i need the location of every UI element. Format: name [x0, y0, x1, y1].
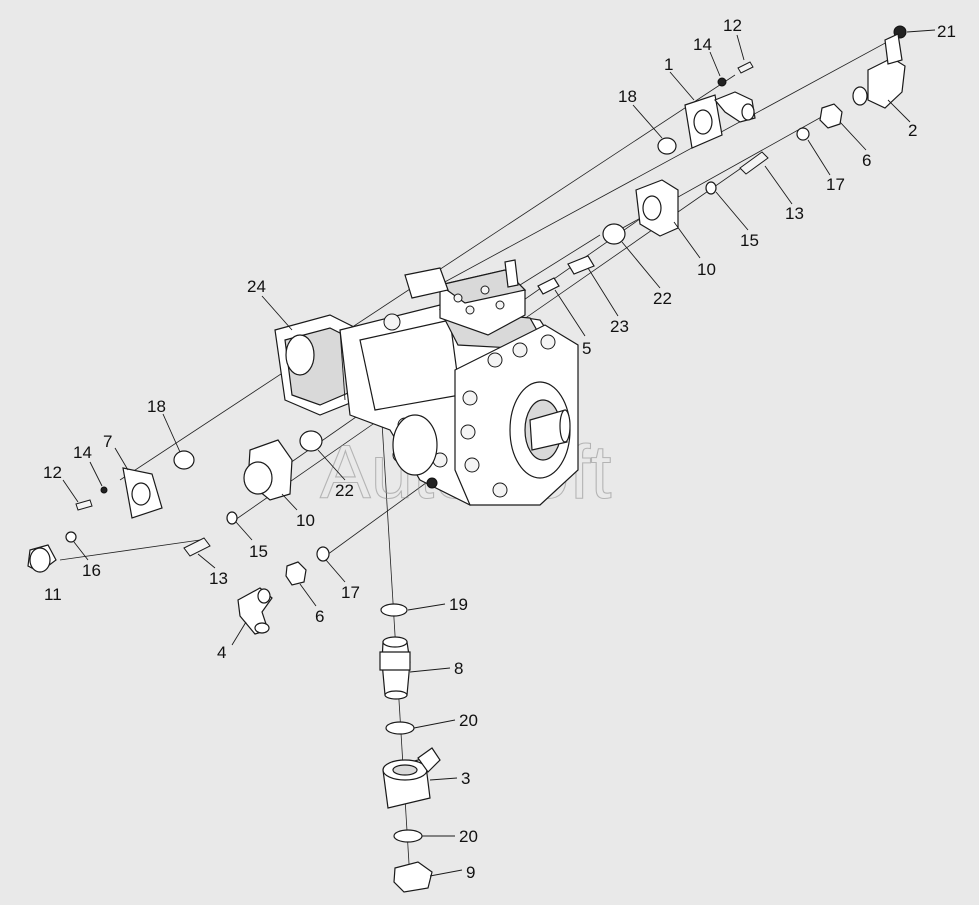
callout-8: 8 [454, 659, 463, 678]
callout-22-left: 22 [335, 481, 354, 500]
callout-12-left: 12 [43, 463, 62, 482]
callout-10-top: 10 [697, 260, 716, 279]
bolt-13-top [739, 151, 769, 175]
callout-6-left: 6 [315, 607, 324, 626]
callout-2: 2 [908, 121, 917, 140]
callout-13-top: 13 [785, 204, 804, 223]
callout-1: 1 [664, 55, 673, 74]
washer-14-top [717, 77, 727, 87]
ring-16 [65, 531, 77, 543]
washer-15-left [226, 511, 238, 525]
o-ring-22-top [602, 223, 626, 245]
callout-21: 21 [937, 22, 956, 41]
callout-16: 16 [82, 561, 101, 580]
plug-23 [567, 255, 595, 275]
callout-labels: 12 14 1 18 21 2 6 17 13 15 10 22 23 5 24… [43, 16, 956, 882]
plug-5 [537, 277, 560, 295]
elbow-part-4 [237, 587, 273, 635]
bolt-13-left [183, 537, 211, 557]
callout-15-top: 15 [740, 231, 759, 250]
flange-10-top [635, 179, 679, 237]
o-ring-22-left [299, 430, 323, 452]
o-ring-20-upper [385, 721, 415, 735]
callout-9: 9 [466, 863, 475, 882]
ring-17-top [796, 127, 810, 141]
main-pump-assembly [274, 259, 579, 506]
fitting-2 [852, 33, 906, 109]
o-ring-20-lower [393, 829, 423, 843]
nut-part-9 [393, 861, 433, 893]
flange-part-7 [122, 467, 163, 519]
callout-20-upper: 20 [459, 711, 478, 730]
callout-11: 11 [44, 585, 62, 604]
plug-11 [27, 544, 57, 573]
fitting-part-8 [379, 636, 411, 700]
control-block [383, 259, 527, 336]
callout-18-left: 18 [147, 397, 166, 416]
callout-5: 5 [582, 339, 591, 358]
callout-6-top: 6 [862, 151, 871, 170]
callout-24: 24 [247, 277, 266, 296]
callout-19: 19 [449, 595, 468, 614]
o-ring-18-top [657, 137, 677, 155]
screw-12-top [737, 61, 754, 74]
callout-12-top: 12 [723, 16, 742, 35]
callout-17-left: 17 [341, 583, 360, 602]
callout-20-lower: 20 [459, 827, 478, 846]
callout-18-top: 18 [618, 87, 637, 106]
ring-17-left [316, 546, 330, 562]
callout-14-left: 14 [73, 443, 92, 462]
callout-4: 4 [217, 643, 226, 662]
o-ring-19 [380, 603, 408, 617]
callout-10-left: 10 [296, 511, 315, 530]
callout-17-top: 17 [826, 175, 845, 194]
callout-14-top: 14 [693, 35, 712, 54]
nut-6-top [819, 103, 843, 129]
washer-14-left [100, 486, 108, 494]
callout-13-left: 13 [209, 569, 228, 588]
callout-7: 7 [103, 432, 112, 451]
flange-part-1 [684, 91, 756, 149]
callout-15-left: 15 [249, 542, 268, 561]
washer-15-top [705, 181, 717, 195]
callout-22-top: 22 [653, 289, 672, 308]
leader-lines [62, 29, 936, 877]
callout-23: 23 [610, 317, 629, 336]
o-ring-18-left [173, 450, 195, 470]
flange-10-left [243, 439, 293, 501]
callout-3: 3 [461, 769, 470, 788]
screw-12-left [75, 499, 93, 511]
nut-6-left [285, 561, 307, 586]
banjo-part-3 [382, 747, 441, 809]
